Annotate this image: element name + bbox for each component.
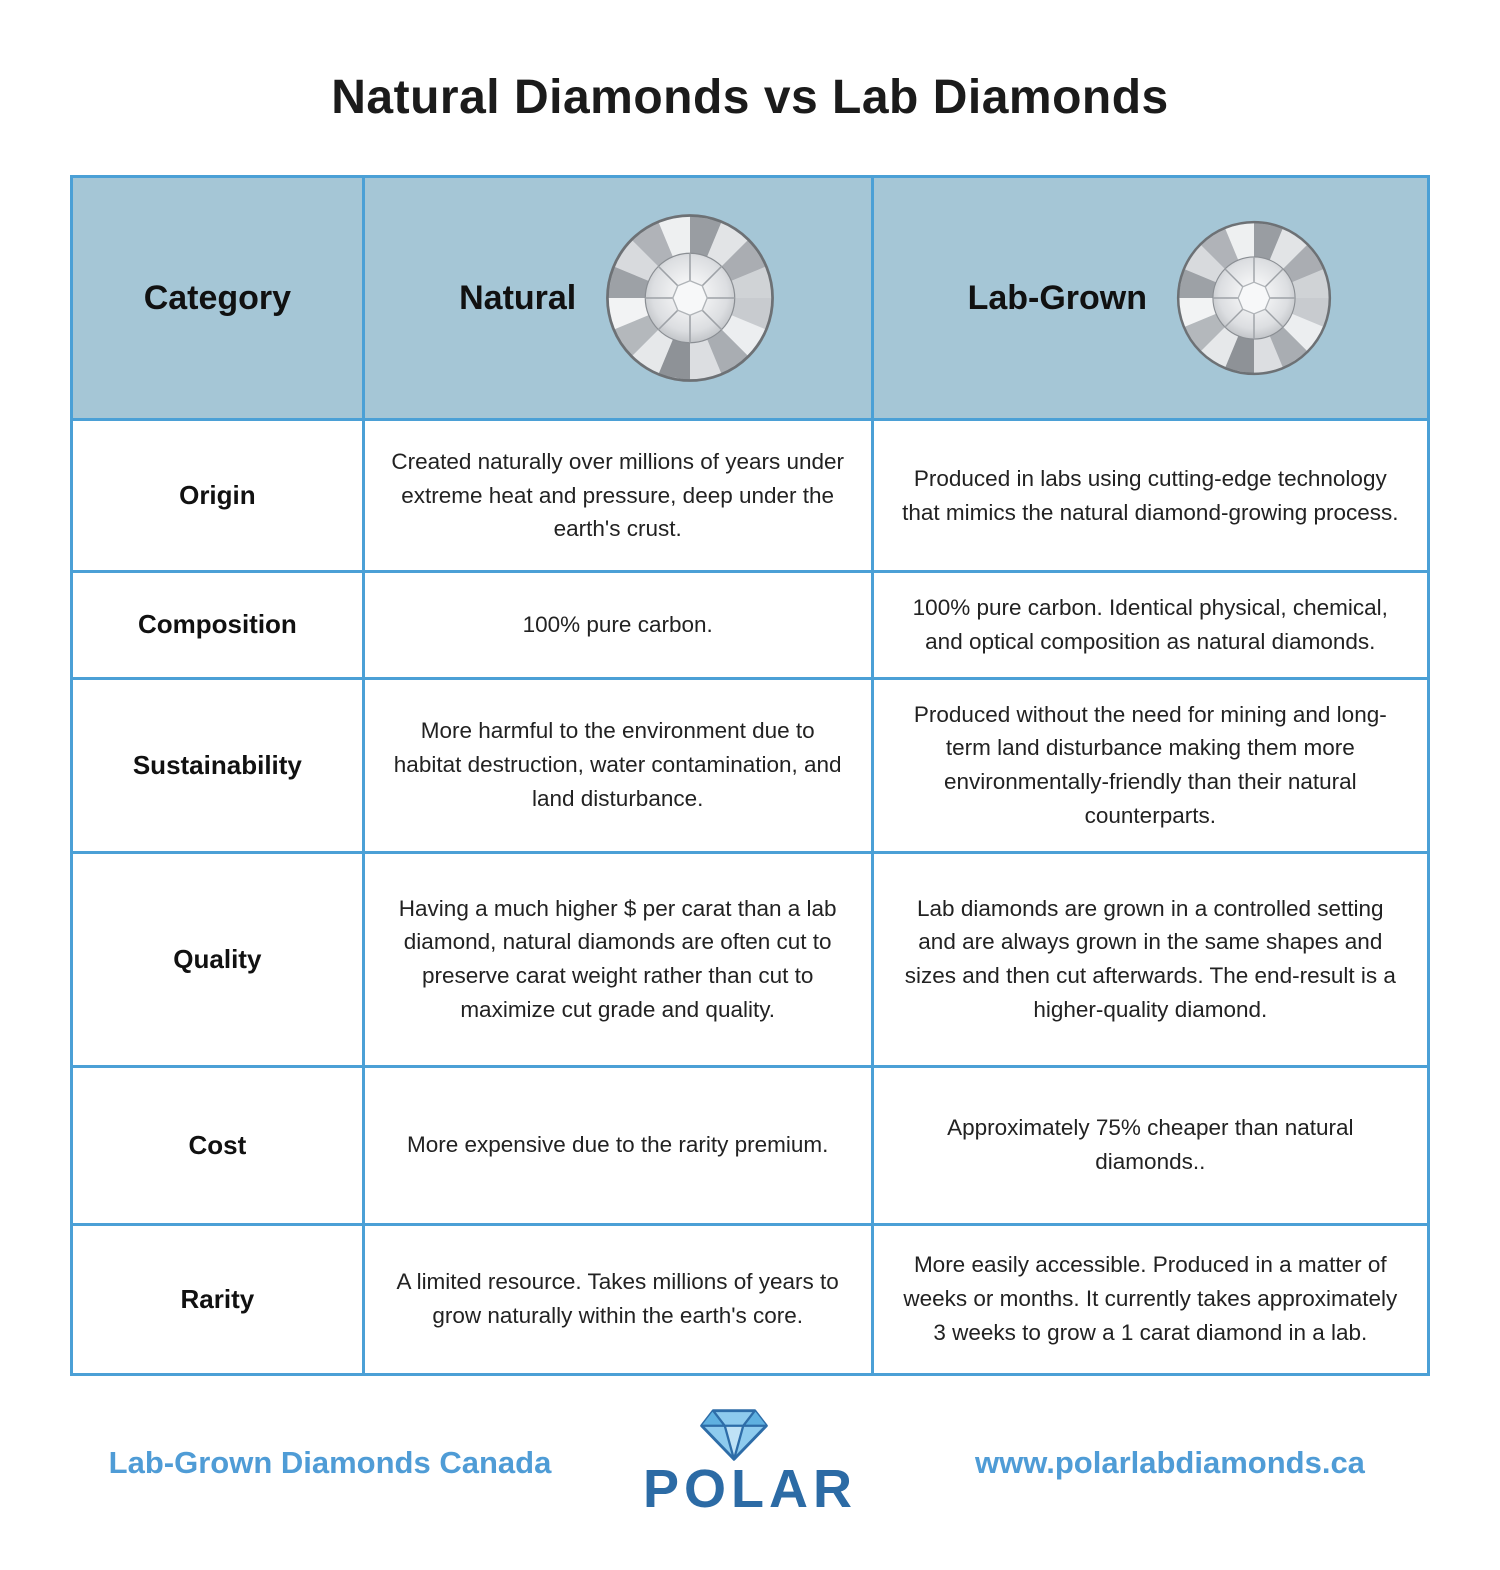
table-row-composition: Composition 100% pure carbon. 100% pure … bbox=[70, 570, 1431, 680]
table-row-origin: Origin Created naturally over millions o… bbox=[70, 418, 1431, 573]
row-category-label: Composition bbox=[70, 570, 365, 680]
category-column-header: Category bbox=[70, 175, 365, 421]
lab-grown-cell: More easily accessible. Produced in a ma… bbox=[870, 1222, 1431, 1376]
lab-grown-header-label: Lab-Grown bbox=[967, 278, 1148, 317]
polar-logo-text: POLAR bbox=[643, 1458, 857, 1519]
comparison-table-wrapper: Category Natural Lab-Grown Origin Create… bbox=[70, 175, 1431, 1376]
lab-grown-column-header: Lab-Grown bbox=[870, 175, 1431, 421]
row-category-label: Cost bbox=[70, 1064, 365, 1226]
natural-cell: Having a much higher $ per carat than a … bbox=[361, 850, 874, 1068]
natural-cell: 100% pure carbon. bbox=[361, 570, 874, 680]
lab-grown-cell: Produced in labs using cutting-edge tech… bbox=[870, 418, 1431, 573]
page-title: Natural Diamonds vs Lab Diamonds bbox=[331, 71, 1169, 124]
footer-website-url[interactable]: www.polarlabdiamonds.ca bbox=[975, 1444, 1365, 1480]
natural-cell: More harmful to the environment due to h… bbox=[361, 676, 874, 854]
natural-header-label: Natural bbox=[459, 278, 577, 317]
lab-grown-cell: Approximately 75% cheaper than natural d… bbox=[870, 1064, 1431, 1226]
polar-logo: POLAR bbox=[620, 1406, 880, 1520]
footer: Lab-Grown Diamonds Canada POLAR www.pola… bbox=[40, 1406, 1460, 1520]
footer-tagline: Lab-Grown Diamonds Canada bbox=[108, 1444, 552, 1480]
lab-grown-cell: 100% pure carbon. Identical physical, ch… bbox=[870, 570, 1431, 680]
row-category-label: Quality bbox=[70, 850, 365, 1068]
comparison-table: Category Natural Lab-Grown Origin Create… bbox=[70, 175, 1431, 1376]
lab-grown-cell: Produced without the need for mining and… bbox=[870, 676, 1431, 854]
header-row: Category Natural Lab-Grown bbox=[70, 175, 1431, 421]
natural-cell: Created naturally over millions of years… bbox=[361, 418, 874, 573]
lab-grown-diamond-image bbox=[1175, 219, 1333, 377]
table-row-cost: Cost More expensive due to the rarity pr… bbox=[70, 1064, 1431, 1226]
lab-grown-cell: Lab diamonds are grown in a controlled s… bbox=[870, 850, 1431, 1068]
natural-cell: A limited resource. Takes millions of ye… bbox=[361, 1222, 874, 1376]
table-row-rarity: Rarity A limited resource. Takes million… bbox=[70, 1222, 1431, 1376]
natural-diamond-image bbox=[604, 212, 776, 384]
row-category-label: Rarity bbox=[70, 1222, 365, 1376]
natural-column-header: Natural bbox=[361, 175, 874, 421]
natural-cell: More expensive due to the rarity premium… bbox=[361, 1064, 874, 1226]
row-category-label: Origin bbox=[70, 418, 365, 573]
diamond-icon bbox=[700, 1408, 768, 1461]
row-category-label: Sustainability bbox=[70, 676, 365, 854]
table-row-quality: Quality Having a much higher $ per carat… bbox=[70, 850, 1431, 1068]
table-row-sustainability: Sustainability More harmful to the envir… bbox=[70, 676, 1431, 854]
